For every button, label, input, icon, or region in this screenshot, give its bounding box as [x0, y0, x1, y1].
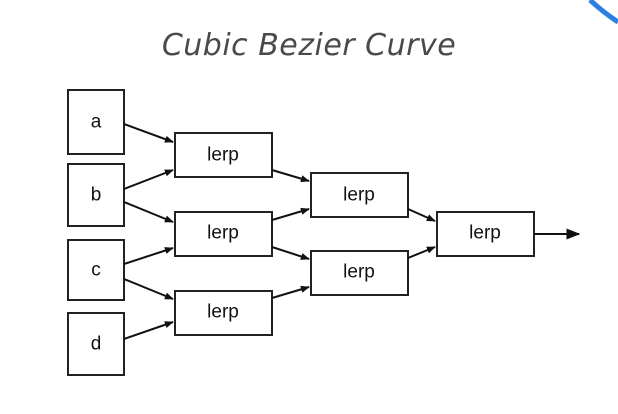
- edge-c-to-lerp-bc: [123, 247, 174, 265]
- node-d: d: [67, 312, 125, 376]
- edge-lerp-bc-to-lerp-bcd: [271, 246, 310, 260]
- edge-lerp-bcd-to-lerp-final: [407, 246, 436, 259]
- node-c-label: c: [91, 260, 101, 281]
- node-lerp-final: lerp: [436, 211, 535, 257]
- node-b-label: b: [91, 185, 102, 206]
- node-lerp-abc-label: lerp: [343, 185, 375, 206]
- node-lerp-ab: lerp: [174, 132, 273, 178]
- node-c: c: [67, 239, 125, 301]
- node-lerp-cd: lerp: [174, 290, 273, 336]
- node-lerp-cd-label: lerp: [207, 302, 239, 323]
- edge-lerp-ab-to-lerp-abc: [271, 169, 310, 183]
- node-lerp-bc-label: lerp: [207, 223, 239, 244]
- node-lerp-bcd: lerp: [310, 250, 409, 296]
- node-lerp-bc: lerp: [174, 211, 273, 257]
- edge-b-to-lerp-bc: [123, 201, 174, 223]
- node-lerp-bcd-label: lerp: [343, 262, 375, 283]
- edge-a-to-lerp-ab: [123, 123, 174, 143]
- node-d-label: d: [91, 334, 102, 355]
- edge-lerp-cd-to-lerp-bcd: [271, 285, 310, 299]
- node-lerp-abc: lerp: [310, 172, 409, 218]
- edge-lerp-bc-to-lerp-abc: [271, 207, 310, 221]
- node-b: b: [67, 163, 125, 227]
- node-lerp-final-label: lerp: [469, 223, 501, 244]
- edge-d-to-lerp-cd: [123, 321, 174, 340]
- diagram-title: Cubic Bezier Curve: [161, 28, 457, 63]
- edge-b-to-lerp-ab: [123, 169, 174, 190]
- node-lerp-ab-label: lerp: [207, 145, 239, 166]
- edge-lerp-abc-to-lerp-final: [407, 208, 436, 222]
- edge-c-to-lerp-cd: [123, 278, 174, 300]
- node-a: a: [67, 89, 125, 155]
- corner-accent-arc: [588, 0, 618, 25]
- node-a-label: a: [91, 112, 102, 133]
